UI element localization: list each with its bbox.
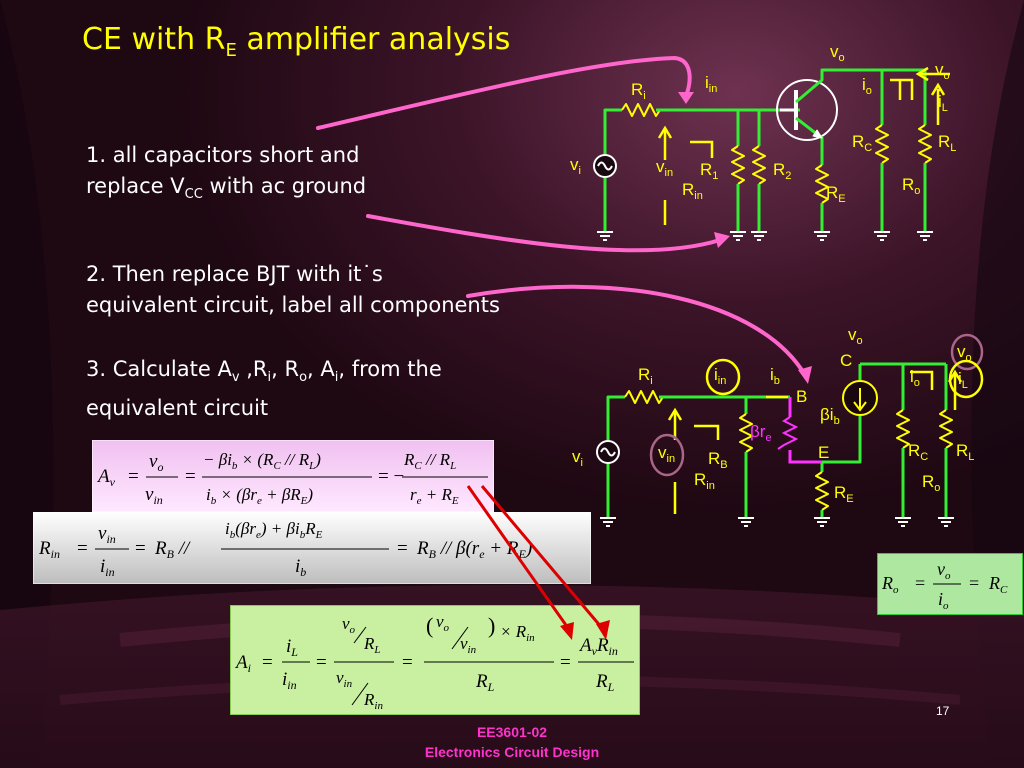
- label-emitter-node: E: [818, 443, 829, 462]
- av-lhs: Av: [96, 466, 116, 489]
- svg-text:− βib × (RC // RL): − βib × (RC // RL): [203, 450, 321, 472]
- label-r2: R2: [773, 160, 791, 182]
- svg-text:iin: iin: [100, 556, 115, 579]
- equation-ro: Ro = vo io = RC: [877, 553, 1023, 615]
- ground-icon: [597, 231, 933, 241]
- label-vi: vi: [572, 447, 583, 469]
- svg-text:RC // RL: RC // RL: [403, 450, 456, 472]
- svg-text:vin: vin: [145, 484, 163, 507]
- svg-text:): ): [488, 613, 495, 638]
- svg-text:vo: vo: [937, 559, 951, 582]
- label-il: iL: [958, 369, 968, 391]
- svg-text:re + RE: re + RE: [410, 485, 459, 507]
- svg-text:vo: vo: [436, 612, 450, 634]
- label-io: io: [862, 75, 872, 97]
- label-vin: vin: [656, 157, 673, 179]
- svg-text:io: io: [938, 589, 949, 612]
- svg-text:=: =: [560, 652, 571, 673]
- svg-text:RL: RL: [363, 634, 381, 656]
- label-collector-node: C: [840, 351, 852, 370]
- label-iin: iin: [714, 365, 726, 387]
- svg-text:ib(βre) + βibRE: ib(βre) + βibRE: [225, 519, 323, 541]
- svg-text:RL: RL: [595, 671, 615, 694]
- footer-course-code: EE3601-02: [476, 724, 548, 740]
- svg-text:Ro: Ro: [881, 573, 899, 596]
- label-il: iL: [938, 92, 948, 114]
- svg-text:vin: vin: [460, 634, 477, 656]
- label-rc: RC: [908, 441, 928, 463]
- ce-circuit-schematic: Ri iin vi vin R1 R2 Rin RE vo io RC Ro v…: [570, 42, 956, 241]
- label-io: io: [910, 367, 920, 389]
- label-rc: RC: [852, 132, 872, 154]
- step-1-text: 1. all capacitors short and replace VCC …: [86, 143, 367, 203]
- label-beta-re: βre: [750, 422, 772, 444]
- label-iin: iin: [705, 73, 717, 95]
- label-ro: Ro: [922, 472, 940, 494]
- svg-text:=: =: [128, 466, 139, 487]
- svg-text:Ai: Ai: [234, 652, 251, 675]
- label-vin: vin: [658, 443, 675, 465]
- svg-text:iin: iin: [282, 669, 297, 692]
- svg-text:=: =: [185, 466, 196, 487]
- equation-av: Av = vo vin = − βib × (RC // RL) ib × (β…: [92, 440, 494, 512]
- label-rl: RL: [938, 132, 956, 154]
- label-re: RE: [834, 483, 854, 505]
- svg-text:(: (: [426, 613, 433, 638]
- label-vo: vo: [830, 42, 845, 64]
- label-vo-out: vo: [957, 342, 972, 364]
- equivalent-circuit-schematic: Ri iin ib B vi vin RB Rin βre E RE vo C …: [572, 325, 984, 527]
- svg-text:Rin: Rin: [363, 690, 383, 712]
- svg-text:vin: vin: [336, 668, 353, 690]
- label-r1: R1: [700, 160, 718, 182]
- svg-text:=: =: [397, 538, 408, 559]
- label-vo: vo: [848, 325, 863, 347]
- svg-text:RL: RL: [475, 671, 495, 694]
- label-rin: Rin: [682, 180, 703, 202]
- label-ri: Ri: [638, 365, 653, 387]
- svg-text:ib × (βre + βRE): ib × (βre + βRE): [206, 485, 313, 507]
- label-vi: vi: [570, 155, 581, 177]
- svg-text:RB //: RB //: [154, 538, 191, 561]
- label-re: RE: [826, 183, 846, 205]
- svg-text:vo: vo: [342, 614, 356, 636]
- label-ib: ib: [770, 365, 780, 387]
- label-rin: Rin: [694, 470, 715, 492]
- step-2-text: 2. Then replace BJT with it˙s equivalent…: [86, 262, 500, 317]
- svg-text:=: =: [262, 652, 273, 673]
- svg-text:AvRin: AvRin: [578, 635, 618, 658]
- svg-text:RC: RC: [988, 573, 1008, 596]
- label-ri: Ri: [631, 80, 646, 102]
- svg-text:vo: vo: [149, 451, 163, 474]
- svg-text:vin: vin: [98, 523, 116, 546]
- label-vo-out: vo: [935, 60, 950, 82]
- step-3-text: 3. Calculate Av ,Ri, Ro, Ai, from the eq…: [86, 357, 442, 421]
- svg-text:=: =: [969, 573, 979, 593]
- svg-text:× Rin: × Rin: [500, 622, 535, 644]
- svg-text:=: =: [402, 652, 413, 673]
- svg-text:ib: ib: [295, 556, 306, 579]
- svg-text:= −: = −: [378, 466, 404, 487]
- svg-text:=: =: [316, 652, 327, 673]
- label-rb: RB: [708, 449, 728, 471]
- label-base-node: B: [796, 387, 807, 406]
- slide-title: CE with RE amplifier analysis: [82, 22, 511, 61]
- label-ro: Ro: [902, 175, 920, 197]
- equation-rin: Rin = vin iin = RB // ib(βre) + βibRE ib…: [33, 512, 591, 584]
- svg-text:Rin: Rin: [38, 538, 60, 561]
- label-beta-ib: βib: [820, 405, 840, 427]
- label-rl: RL: [956, 441, 974, 463]
- svg-text:=: =: [77, 538, 88, 559]
- page-number: 17: [936, 704, 950, 718]
- svg-text:=: =: [915, 573, 925, 593]
- svg-text:iL: iL: [286, 636, 298, 659]
- svg-text:=: =: [135, 538, 146, 559]
- svg-text:RB // β(re + RE): RB // β(re + RE): [416, 538, 532, 561]
- ground-icon: [600, 517, 954, 527]
- footer-course-name: Electronics Circuit Design: [424, 744, 600, 760]
